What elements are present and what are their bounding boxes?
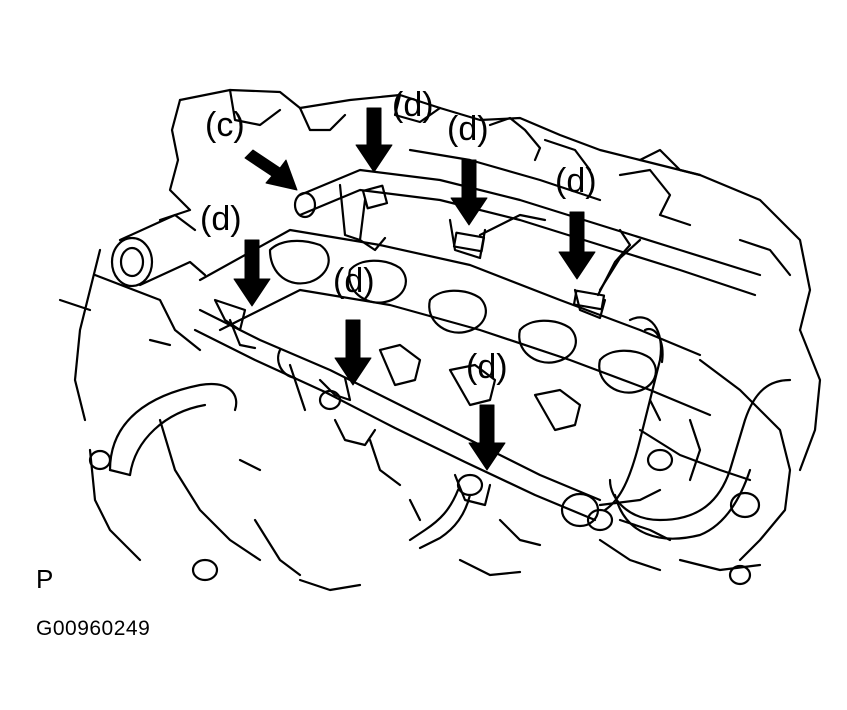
fuel-delivery-pipe-lower bbox=[193, 298, 602, 550]
callout-d-top: (d) bbox=[392, 86, 434, 124]
arrow-c bbox=[244, 149, 298, 191]
callout-c: (c) bbox=[205, 106, 245, 144]
arrow-d2 bbox=[450, 159, 488, 226]
engine-block-outline bbox=[158, 88, 812, 332]
intake-manifold bbox=[198, 228, 712, 432]
engine-right-details bbox=[598, 238, 822, 586]
lower-hose bbox=[88, 382, 362, 592]
arrow-d3 bbox=[558, 211, 596, 280]
callout-d-center: (d) bbox=[333, 262, 375, 300]
callout-d-lower: (d) bbox=[466, 348, 508, 386]
arrow-d6 bbox=[468, 404, 506, 471]
figure-id: G00960249 bbox=[36, 617, 151, 640]
callout-d-left: (d) bbox=[200, 200, 242, 238]
fuel-delivery-pipe-upper bbox=[293, 148, 762, 320]
callout-d-upper-mid: (d) bbox=[447, 110, 489, 148]
engine-lower-details bbox=[88, 338, 542, 582]
coolant-hose-left bbox=[58, 213, 207, 422]
arrow-d1 bbox=[355, 107, 393, 173]
arrow-d4 bbox=[233, 239, 271, 307]
view-marker-p: P bbox=[36, 564, 54, 594]
arrow-d5 bbox=[334, 319, 372, 386]
fuel-return-pipe-right bbox=[560, 316, 792, 542]
callout-d-right: (d) bbox=[555, 162, 597, 200]
arrows bbox=[233, 107, 596, 471]
